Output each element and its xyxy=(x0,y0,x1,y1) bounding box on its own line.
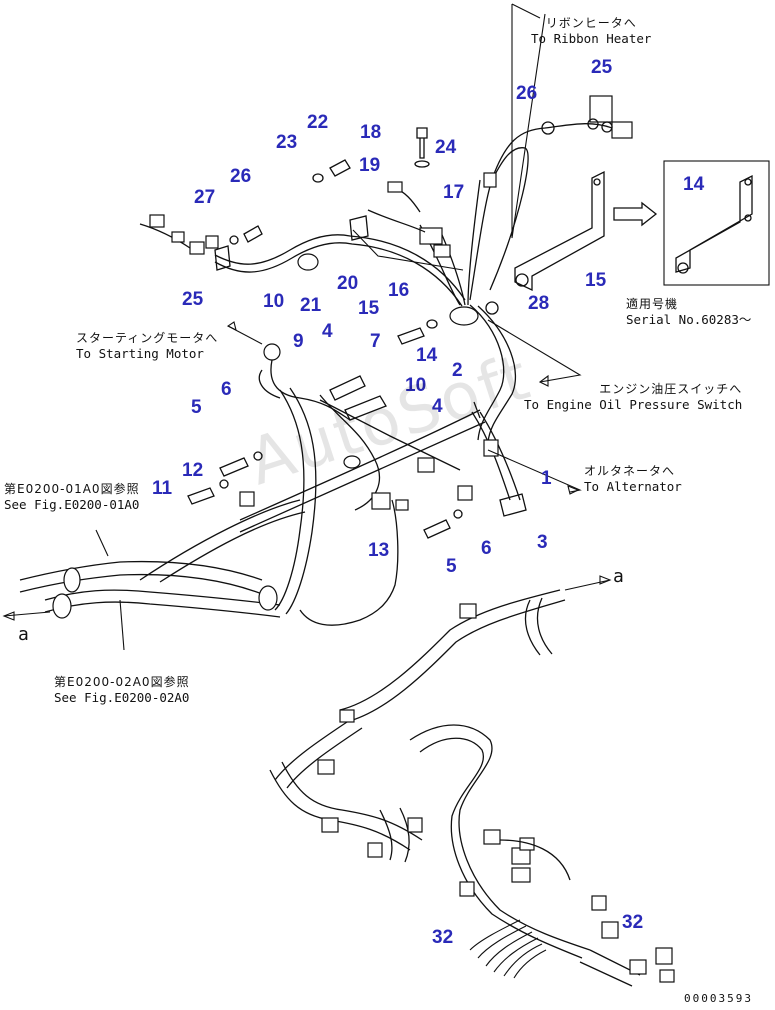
callout-11: 11 xyxy=(152,478,173,499)
harness-21 xyxy=(139,214,466,307)
callout-27: 27 xyxy=(194,187,216,208)
ref-a-right: a xyxy=(613,566,624,587)
bracket-14 xyxy=(514,170,605,292)
lead-8 xyxy=(258,343,351,421)
connector-13 xyxy=(371,492,391,510)
callout-17: 16 xyxy=(388,280,410,301)
inset-arrow xyxy=(613,201,658,227)
callout-20: 19 xyxy=(359,155,381,176)
callout-16: 15 xyxy=(358,298,380,319)
lower-harness xyxy=(269,589,641,987)
inset-bracket xyxy=(675,174,753,274)
alternator-lead xyxy=(471,401,527,517)
connector-18 xyxy=(419,227,443,245)
callout-8: 9 xyxy=(293,331,304,352)
callout-6b: 6 xyxy=(481,538,492,559)
ref-a-left: a xyxy=(18,624,29,645)
callout-4b: 4 xyxy=(432,396,443,417)
callout-5a: 5 xyxy=(191,397,202,418)
callout-31: 26 xyxy=(516,83,538,104)
callout-18: 17 xyxy=(443,182,465,203)
ribbon-heater-pointer xyxy=(511,4,546,239)
callout-5b: 5 xyxy=(446,556,457,577)
bracket-7 xyxy=(329,375,366,401)
callout-1: 1 xyxy=(541,468,552,489)
callout-12: 12 xyxy=(182,460,204,481)
callout-13: 13 xyxy=(368,540,390,561)
bracket-10 xyxy=(344,395,387,421)
callout-24: 23 xyxy=(276,132,298,153)
callout-28: 28 xyxy=(528,293,550,314)
callout-26: 26 xyxy=(230,166,252,187)
callout-7: 7 xyxy=(370,331,381,352)
callout-10: 10 xyxy=(405,375,427,396)
callout-23: 22 xyxy=(307,112,329,133)
callout-4a: 4 xyxy=(322,321,333,342)
leaders xyxy=(2,229,612,651)
callout-29: 24 xyxy=(435,137,457,158)
callout-21: 20 xyxy=(337,273,359,294)
callout-14: 15 xyxy=(585,270,607,291)
connectors-32 xyxy=(469,829,675,983)
inset-frame xyxy=(663,160,770,286)
callout-9: 10 xyxy=(263,291,285,312)
callout-3: 3 xyxy=(537,532,548,553)
callout-32a: 32 xyxy=(432,927,454,948)
callout-30: 25 xyxy=(591,57,613,78)
callout-19: 18 xyxy=(360,122,382,143)
callout-14-inset: 14 xyxy=(683,174,705,195)
callout-2: 2 xyxy=(452,360,463,381)
main-harness xyxy=(19,387,486,626)
callout-15: 14 xyxy=(416,345,438,366)
wire-29 xyxy=(469,147,529,301)
drawing-number: 00003593 xyxy=(684,992,753,1005)
callout-22: 21 xyxy=(300,295,322,316)
connector-30 xyxy=(489,95,633,186)
callout-25: 25 xyxy=(182,289,204,310)
callout-6a: 6 xyxy=(221,379,232,400)
clamp-bundle-15 xyxy=(419,179,516,443)
callout-32b: 32 xyxy=(622,912,644,933)
